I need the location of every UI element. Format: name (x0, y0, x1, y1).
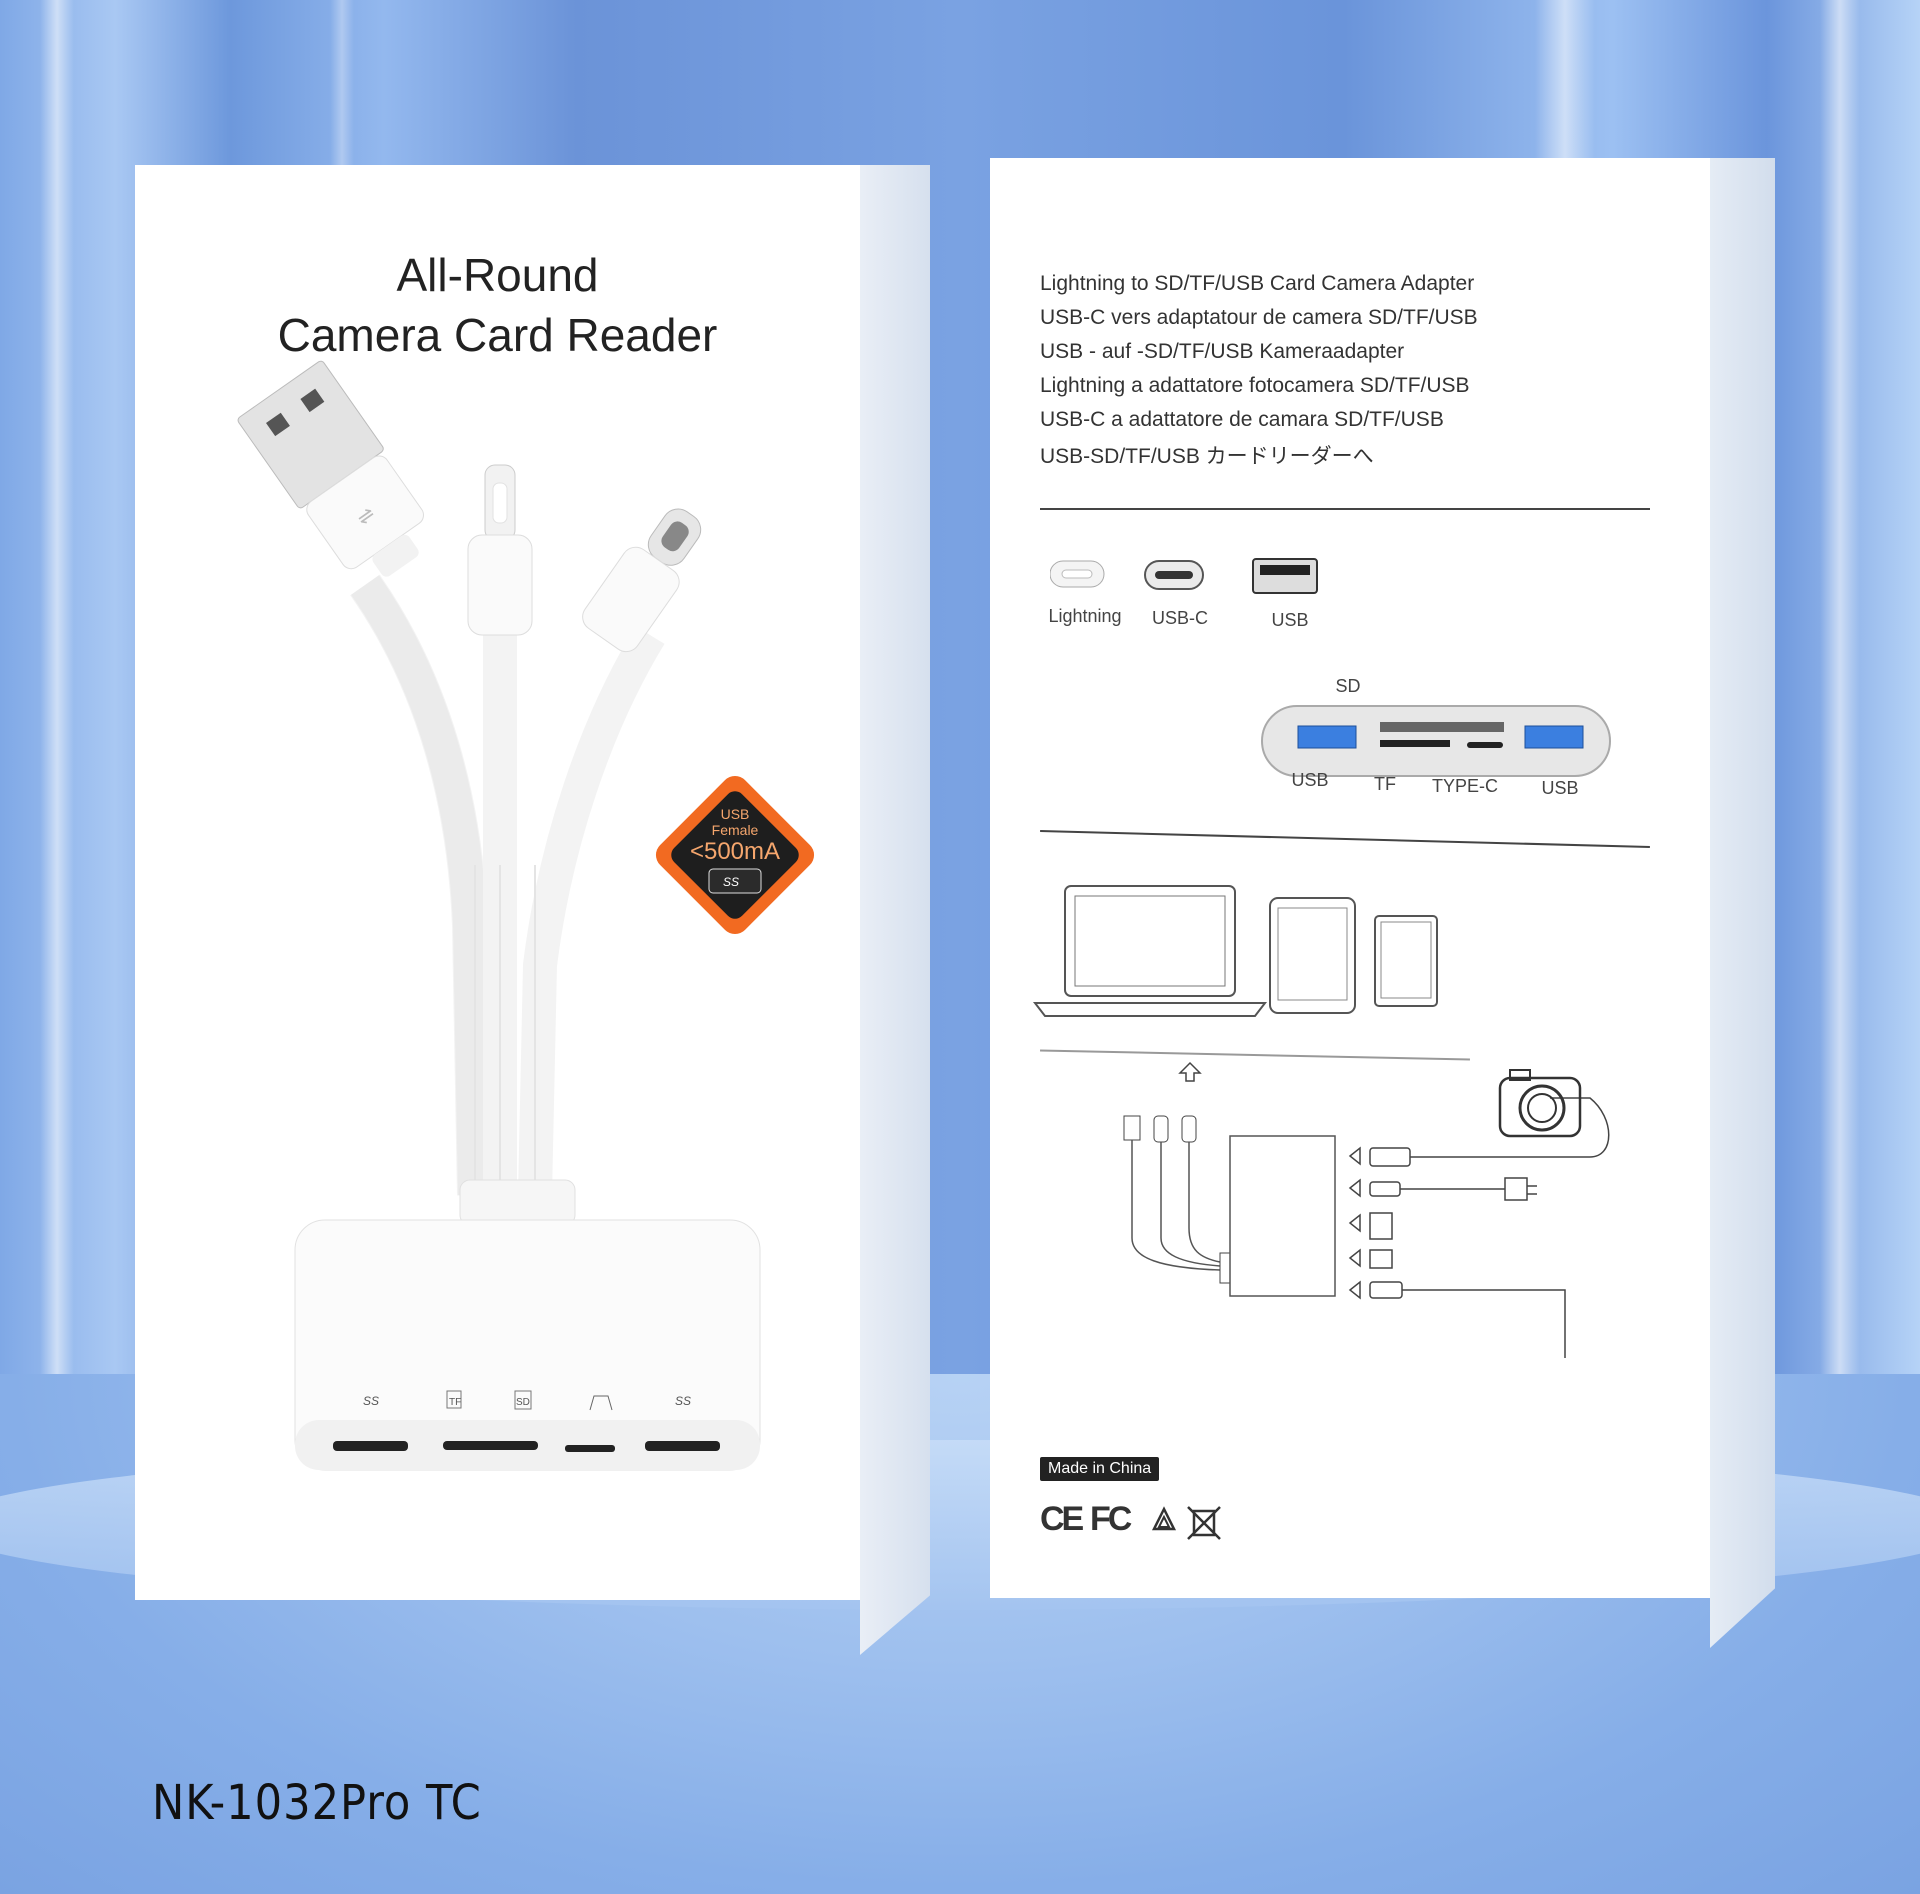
back-package-box: Lightning to SD/TF/USB Card Camera Adapt… (990, 158, 1785, 1648)
cable-collar (459, 1179, 576, 1226)
usb-c-cable (518, 626, 665, 1196)
usb-port-label: USB (1291, 770, 1329, 790)
sd-port-label: SD (1335, 676, 1361, 696)
curtain-highlight (40, 0, 74, 1500)
box-back-face: Lightning to SD/TF/USB Card Camera Adapt… (990, 158, 1710, 1598)
ce-mark: CE (1040, 1500, 1084, 1538)
usb-a-cable (351, 575, 492, 1196)
tf-slot (1380, 740, 1450, 747)
made-in-china-label: Made in China (1040, 1457, 1160, 1481)
usb-current-badge: USB Female <500mA SS (655, 775, 815, 935)
sd-icon: SD (516, 1397, 530, 1408)
tablet-small-icon (1374, 915, 1438, 1007)
curtain-highlight (1820, 0, 1860, 1500)
description-de: USB - auf -SD/TF/USB Kameraadapter (1040, 340, 1405, 363)
svg-text:SS: SS (723, 875, 739, 889)
usb-slot (645, 1441, 720, 1451)
front-package-box: All-Round Camera Card Reader ⇌ (135, 165, 930, 1655)
lightning-label: Lightning (1048, 606, 1122, 626)
description-it: Lightning a adattatore fotocamera SD/TF/… (1040, 374, 1470, 397)
divider (1040, 508, 1650, 510)
hub-outline (1229, 1135, 1336, 1297)
usb3-port (1524, 725, 1584, 749)
tf-port-label: TF (1374, 774, 1396, 794)
box-side-face (860, 165, 930, 1655)
recycle-weee-icons (1151, 1506, 1221, 1540)
product-title-line2: Camera Card Reader (277, 309, 718, 361)
usb-label: USB (1271, 610, 1309, 630)
hub-port-diagram (1261, 705, 1611, 777)
up-arrow-icon (1178, 1061, 1202, 1082)
ss-usb-icon: SS (363, 1394, 379, 1408)
card-reader-product-image: ⇌ (237, 360, 815, 1471)
usb-slot (333, 1441, 408, 1451)
connection-diagram (1123, 1061, 1610, 1358)
usb-a-icon (1252, 558, 1318, 594)
ss-usb-icon: SS (675, 1394, 691, 1408)
box-side-face (1710, 158, 1775, 1648)
card-reader-hub: SS TF SD SS (294, 1219, 761, 1471)
svg-text:Female: Female (712, 822, 759, 838)
svg-text:USB: USB (721, 806, 750, 822)
description-fr: USB-C vers adaptatour de camera SD/TF/US… (1040, 306, 1478, 329)
usb-a-plug: ⇌ (237, 360, 424, 577)
type-c-port-label: TYPE-C (1431, 776, 1498, 796)
connector-icons (1050, 558, 1318, 594)
usb3-port (1297, 725, 1357, 749)
box-front-face: All-Round Camera Card Reader ⇌ (135, 165, 860, 1600)
model-number: NK-1032Pro TC (152, 1775, 482, 1831)
description-ja: USB-SD/TF/USB カードリーダーへ (1040, 445, 1374, 468)
tablet-icon (1269, 897, 1356, 1014)
description-en: Lightning to SD/TF/USB Card Camera Adapt… (1040, 272, 1475, 295)
sd-slot (1380, 722, 1504, 732)
svg-text:<500mA: <500mA (690, 838, 780, 865)
description-es: USB-C a adattatore de camara SD/TF/USB (1040, 408, 1444, 431)
sd-slot (443, 1441, 538, 1450)
usb-c-plug (582, 508, 702, 653)
weee-bin-icon (1192, 1509, 1216, 1537)
tf-icon: TF (449, 1397, 461, 1408)
lightning-plug (467, 464, 533, 636)
recycle-icon (1151, 1506, 1177, 1531)
camera-icon (1498, 1069, 1582, 1138)
divider (1040, 830, 1650, 848)
type-c-charge-icon (589, 1395, 613, 1411)
usb-c-label: USB-C (1151, 608, 1208, 628)
product-title-line1: All-Round (396, 249, 599, 301)
fc-mark: FC (1090, 1500, 1132, 1538)
type-c-port (1467, 742, 1503, 748)
usb-port-label: USB (1541, 778, 1579, 798)
tf-slot (565, 1445, 615, 1452)
laptop-icon (1064, 885, 1236, 997)
compatible-devices (1032, 885, 1438, 1017)
